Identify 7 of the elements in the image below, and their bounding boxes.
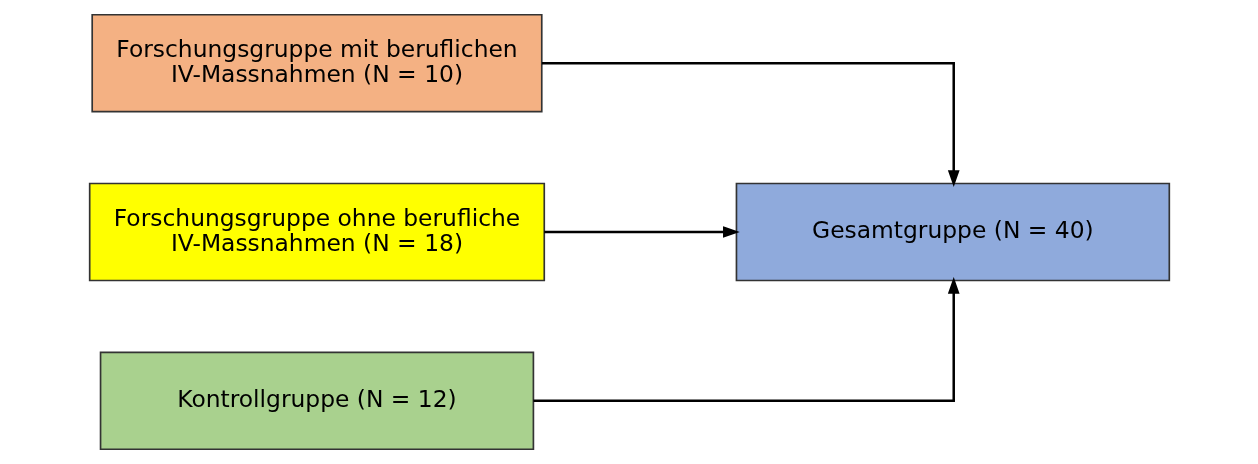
node-box: Forschungsgruppe ohne berufliche IV-Massnahmen (N = 18) [88, 182, 545, 282]
node-box: Kontrollgruppe (N = 12) [99, 351, 534, 451]
arrow [541, 61, 960, 187]
arrow [543, 226, 740, 238]
arrow [532, 277, 960, 403]
node-box: Gesamtgruppe (N = 40) [735, 182, 1170, 282]
node-box: Forschungsgruppe mit beruflichen IV-Massnahmen (N = 10) [90, 13, 543, 113]
